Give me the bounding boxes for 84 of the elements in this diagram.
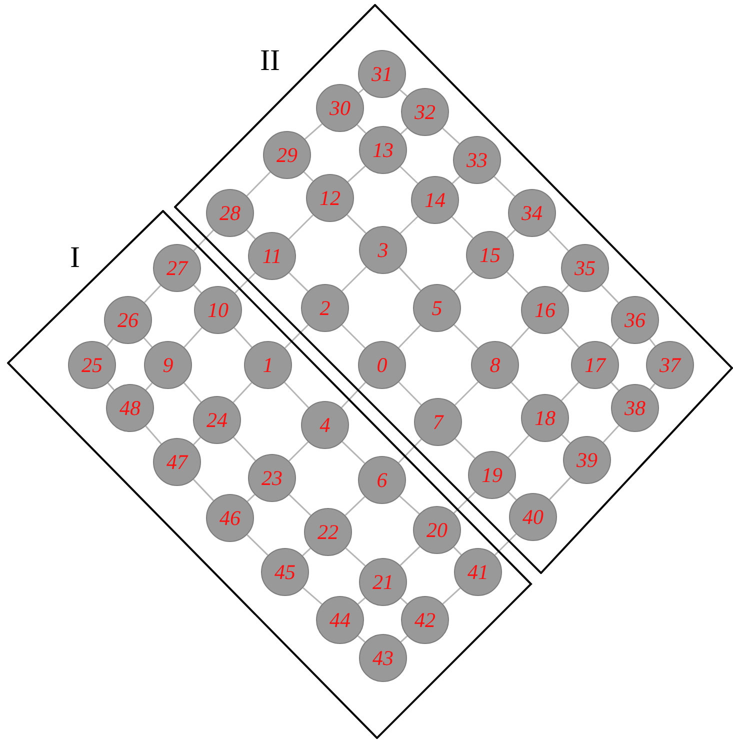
connector-line	[398, 267, 422, 291]
connector-line	[400, 598, 408, 604]
connector-line	[454, 381, 479, 406]
connector-line	[192, 478, 214, 502]
connector-line	[288, 214, 314, 240]
connector-line	[234, 327, 252, 348]
connector-line	[357, 597, 366, 605]
connector-line	[494, 176, 516, 197]
connector-line	[400, 636, 408, 642]
connector-line	[398, 438, 422, 464]
connector-line	[561, 284, 569, 294]
connector-line	[344, 496, 366, 516]
connector-line	[510, 327, 530, 348]
connector-line	[610, 382, 620, 391]
connector-line	[356, 124, 366, 134]
connector-line	[302, 548, 311, 556]
connector-line	[288, 272, 308, 292]
connector-line	[288, 441, 309, 462]
connector-line	[234, 272, 256, 294]
connector-line	[400, 128, 408, 134]
connector-line	[400, 166, 418, 184]
connector-line	[506, 229, 516, 239]
connector-line	[340, 382, 366, 408]
connector-line	[454, 438, 476, 459]
connector-line	[494, 533, 517, 556]
connector-line	[145, 426, 162, 444]
connector-line	[454, 324, 478, 349]
connector-line	[452, 176, 460, 184]
connector-line	[357, 635, 366, 643]
region-label: I	[70, 243, 80, 273]
connector-line	[398, 382, 422, 406]
connector-line	[246, 230, 256, 240]
connector-line	[506, 271, 529, 294]
connector-line	[508, 435, 530, 458]
connector-line	[560, 327, 580, 348]
connector-line	[602, 425, 620, 443]
connector-line	[246, 172, 271, 196]
connector-line	[284, 324, 309, 349]
connector-line	[193, 230, 214, 252]
connector-line	[232, 382, 252, 403]
connector-line	[400, 216, 418, 234]
connector-line	[442, 588, 461, 604]
connector-line	[560, 382, 580, 402]
connector-line	[341, 266, 367, 292]
connector-line	[510, 382, 530, 402]
connector-line	[610, 337, 620, 348]
connector-line	[144, 284, 162, 304]
connector-line	[548, 476, 572, 500]
connector-line	[143, 337, 153, 348]
connector-line	[453, 271, 474, 292]
connector-line	[193, 436, 201, 446]
connector-line	[398, 324, 421, 348]
connector-line	[346, 214, 366, 234]
connector-line	[302, 587, 322, 605]
connector-line	[453, 491, 476, 514]
connector-line	[232, 436, 256, 462]
connector-line	[193, 284, 202, 294]
connector-line	[106, 338, 114, 347]
connector-line	[601, 284, 619, 304]
connector-line	[341, 324, 366, 349]
connector-line	[183, 382, 202, 403]
connector-line	[184, 327, 202, 348]
connector-line	[345, 548, 366, 566]
connector-line	[145, 382, 153, 391]
connector-line	[649, 338, 656, 347]
connector-line	[284, 382, 310, 408]
connector-line	[399, 89, 408, 97]
connector-line	[400, 546, 420, 566]
connector-line	[304, 123, 323, 140]
connector-line	[107, 382, 115, 391]
connector-line	[288, 494, 312, 516]
connector-line	[451, 216, 474, 239]
connector-line	[303, 171, 314, 182]
connector-line	[246, 534, 268, 556]
connector-line	[508, 492, 517, 500]
connector-line	[453, 546, 462, 556]
connector-line	[342, 441, 366, 464]
connector-line	[347, 166, 366, 182]
connector-line	[442, 128, 460, 144]
connector-line	[399, 496, 420, 514]
connector-line	[246, 494, 256, 502]
region-label: II	[260, 46, 280, 76]
connector-line	[561, 434, 571, 444]
connector-line	[548, 230, 569, 252]
